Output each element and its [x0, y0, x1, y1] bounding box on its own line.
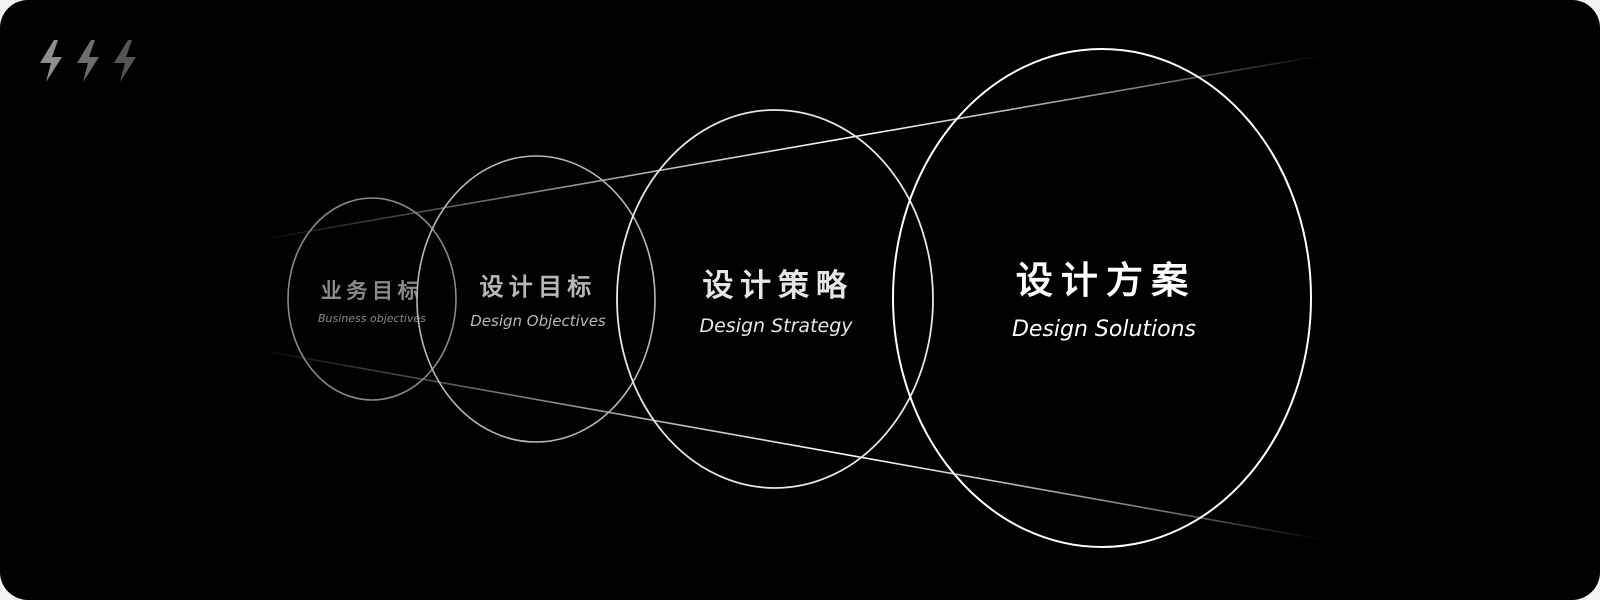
stage-design-solutions: 设计方案 Design Solutions [892, 48, 1312, 548]
bolt-icon-2 [77, 40, 99, 82]
bolt-icon-1 [40, 40, 62, 82]
lightning-bolts-icon [40, 40, 136, 82]
stage-design-objectives: 设计目标 Design Objectives [416, 155, 656, 443]
stage-title-en: Design Objectives [470, 312, 606, 330]
stage-circle [892, 48, 1312, 548]
stage-title-cn: 设计目标 [479, 273, 596, 301]
stage-title-en: Design Strategy [699, 315, 853, 337]
stage-business-objectives: 业务目标 Business objectives [287, 197, 457, 401]
stage-circle [616, 109, 934, 489]
stage-title-en: Design Solutions [1012, 317, 1196, 342]
bolt-icon-3 [114, 40, 136, 82]
stage-circle [287, 197, 457, 401]
stage-title-cn: 设计方案 [1016, 259, 1197, 302]
stage-circle [416, 155, 656, 443]
lower-guide-line [269, 351, 1326, 541]
stage-design-strategy: 设计策略 Design Strategy [616, 109, 934, 489]
stage-title-cn: 业务目标 [321, 279, 423, 303]
stage-title-cn: 设计策略 [702, 268, 853, 304]
stage-title-en: Business objectives [318, 312, 426, 325]
upper-guide-line [269, 54, 1326, 239]
